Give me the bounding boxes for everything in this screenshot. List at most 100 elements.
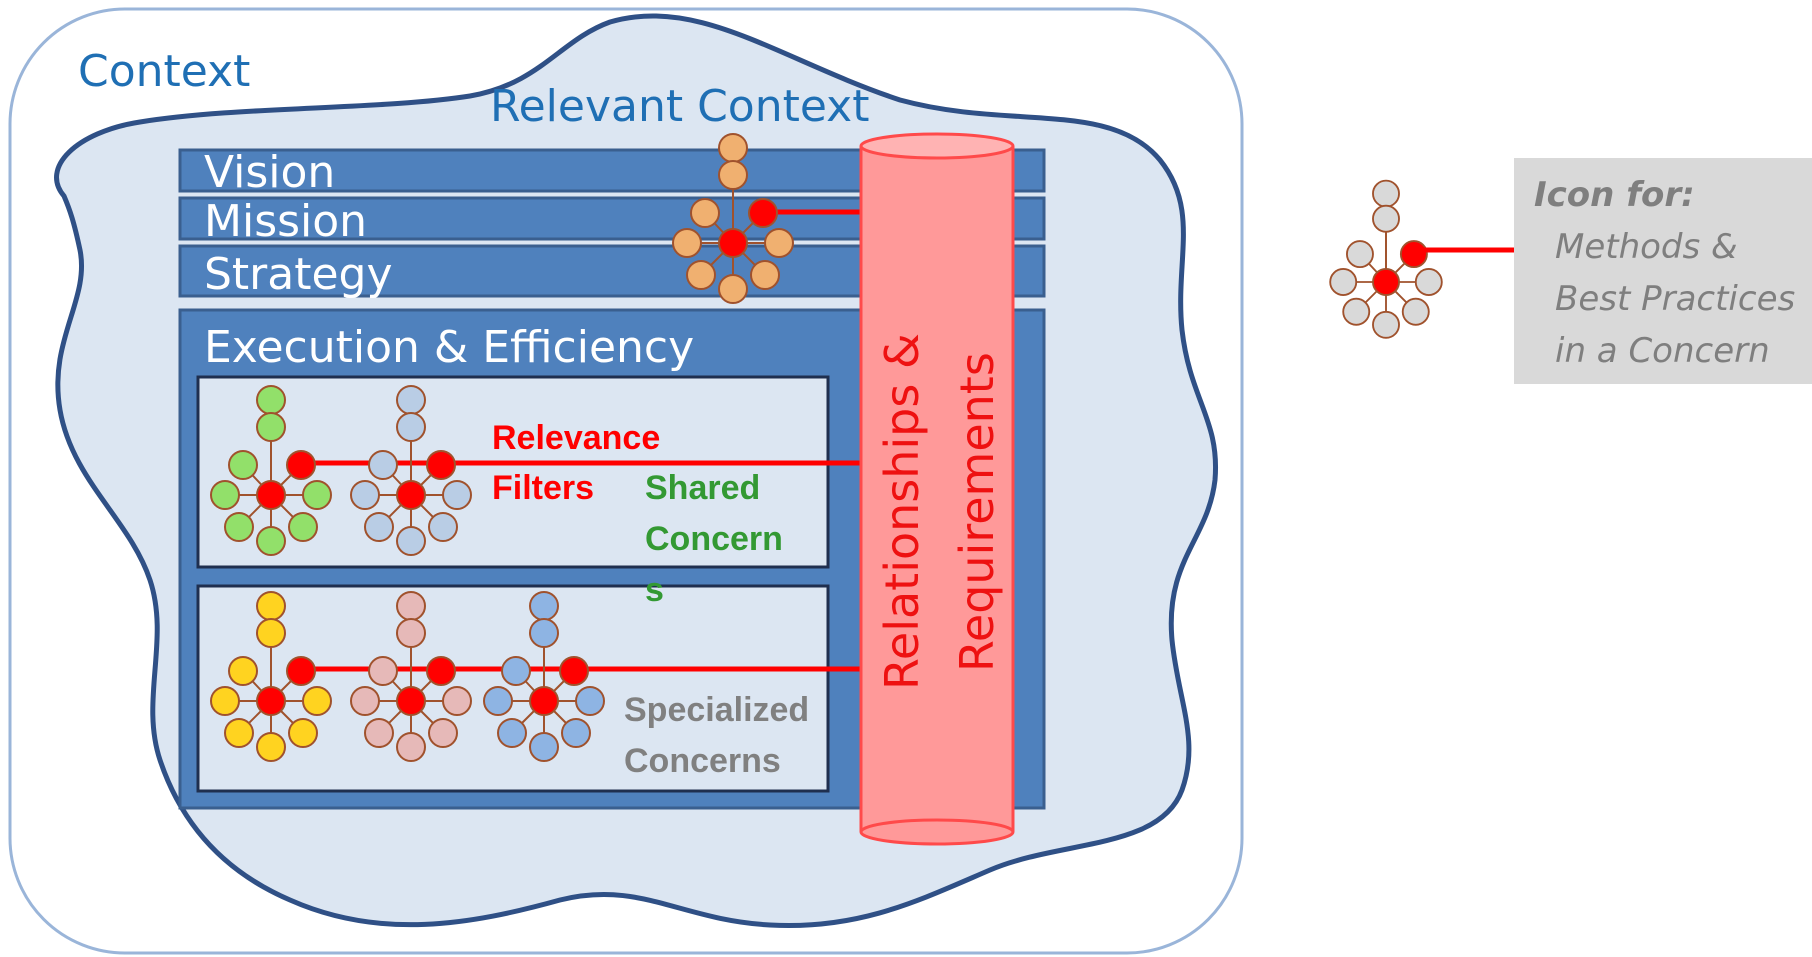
legend-title: Icon for: <box>1534 175 1695 215</box>
filters-label: Filters <box>492 469 594 507</box>
icon-node <box>529 732 559 762</box>
icon-node <box>396 526 426 556</box>
specialized-concern-3-icon <box>483 591 605 762</box>
icon-connector-node <box>1399 240 1428 269</box>
icon-node <box>288 512 318 542</box>
legend-box <box>1514 158 1812 384</box>
cylinder-label-line1: Relationships & <box>875 333 929 690</box>
cylinder-label-line2: Requirements <box>950 352 1004 672</box>
icon-center-node <box>396 686 426 716</box>
icon-connector-node <box>426 656 456 686</box>
icon-node <box>483 686 513 716</box>
icon-node <box>1401 297 1430 326</box>
specialized-concerns-panel <box>196 584 830 793</box>
legend-line1: Methods & <box>1555 227 1738 267</box>
icon-node <box>364 512 394 542</box>
specialized-concern-2-icon <box>350 591 472 762</box>
specialized-concern-1-icon <box>210 591 332 762</box>
icon-connector-node <box>559 656 589 686</box>
shared-label-line2: Concern <box>645 520 783 558</box>
icon-node <box>442 480 472 510</box>
legend-icon-icon <box>1329 179 1443 339</box>
icon-node <box>256 591 286 621</box>
icon-node <box>672 228 702 258</box>
icon-node <box>396 732 426 762</box>
icon-node <box>1372 204 1400 233</box>
icon-node <box>210 686 240 716</box>
icon-node <box>396 412 426 442</box>
icon-node <box>256 385 286 415</box>
icon-node <box>718 133 748 163</box>
icon-node <box>228 656 258 686</box>
specialized-label-line1: Specialized <box>624 691 809 729</box>
icon-node <box>256 732 286 762</box>
icon-node <box>224 718 254 748</box>
icon-node <box>690 198 720 228</box>
icon-node <box>396 618 426 648</box>
mission-icon-icon <box>672 133 794 304</box>
legend: Icon for: Methods & Best Practices in a … <box>1414 158 1812 384</box>
icon-connector-node <box>286 450 316 480</box>
icon-node <box>764 228 794 258</box>
shared-concern-1-icon <box>210 385 332 556</box>
strategy-label: Strategy <box>204 249 393 300</box>
icon-node <box>529 591 559 621</box>
icon-node <box>364 718 394 748</box>
icon-node <box>396 591 426 621</box>
shared-concern-2-icon <box>350 385 472 556</box>
icon-connector-node <box>748 198 778 228</box>
icon-node <box>561 718 591 748</box>
icon-node <box>501 656 531 686</box>
specialized-label-line2: Concerns <box>624 742 781 780</box>
icon-node <box>718 160 748 190</box>
icon-node <box>1414 268 1443 296</box>
icon-node <box>256 412 286 442</box>
icon-node <box>750 260 780 290</box>
execution-label: Execution & Efficiency <box>204 322 694 373</box>
icon-center-node <box>529 686 559 716</box>
icon-node <box>1372 179 1400 208</box>
mission-label: Mission <box>204 196 367 247</box>
relevance-label: Relevance <box>492 419 660 457</box>
icon-node <box>529 618 559 648</box>
icon-node <box>224 512 254 542</box>
icon-node <box>442 686 472 716</box>
icon-node <box>1372 310 1400 339</box>
icon-center-node <box>396 480 426 510</box>
icon-node <box>1342 297 1371 326</box>
icon-center-node <box>256 480 286 510</box>
icon-node <box>350 686 380 716</box>
icon-node <box>428 718 458 748</box>
icon-node <box>1346 240 1374 269</box>
shared-label-line3: s <box>645 571 664 609</box>
icon-node <box>718 274 748 304</box>
icon-center-node <box>718 228 748 258</box>
context-label: Context <box>78 46 250 97</box>
icon-node <box>497 718 527 748</box>
icon-node <box>256 618 286 648</box>
legend-line2: Best Practices <box>1555 279 1795 319</box>
icon-node <box>302 686 332 716</box>
concern-icons <box>210 133 1443 762</box>
icon-center-node <box>256 686 286 716</box>
icon-node <box>302 480 332 510</box>
icon-node <box>575 686 605 716</box>
relevant-context-label: Relevant Context <box>490 81 869 132</box>
icon-node <box>350 480 380 510</box>
icon-node <box>210 480 240 510</box>
icon-connector-node <box>426 450 456 480</box>
icon-node <box>368 656 398 686</box>
shared-label-line1: Shared <box>645 469 760 507</box>
icon-node <box>428 512 458 542</box>
vision-label: Vision <box>204 147 335 198</box>
legend-line3: in a Concern <box>1555 331 1770 371</box>
icon-node <box>396 385 426 415</box>
relationships-cylinder: Relationships & Requirements <box>859 132 1015 846</box>
icon-connector-node <box>286 656 316 686</box>
icon-node <box>686 260 716 290</box>
icon-node <box>288 718 318 748</box>
icon-node <box>1329 268 1358 296</box>
icon-node <box>256 526 286 556</box>
icon-center-node <box>1372 268 1400 296</box>
